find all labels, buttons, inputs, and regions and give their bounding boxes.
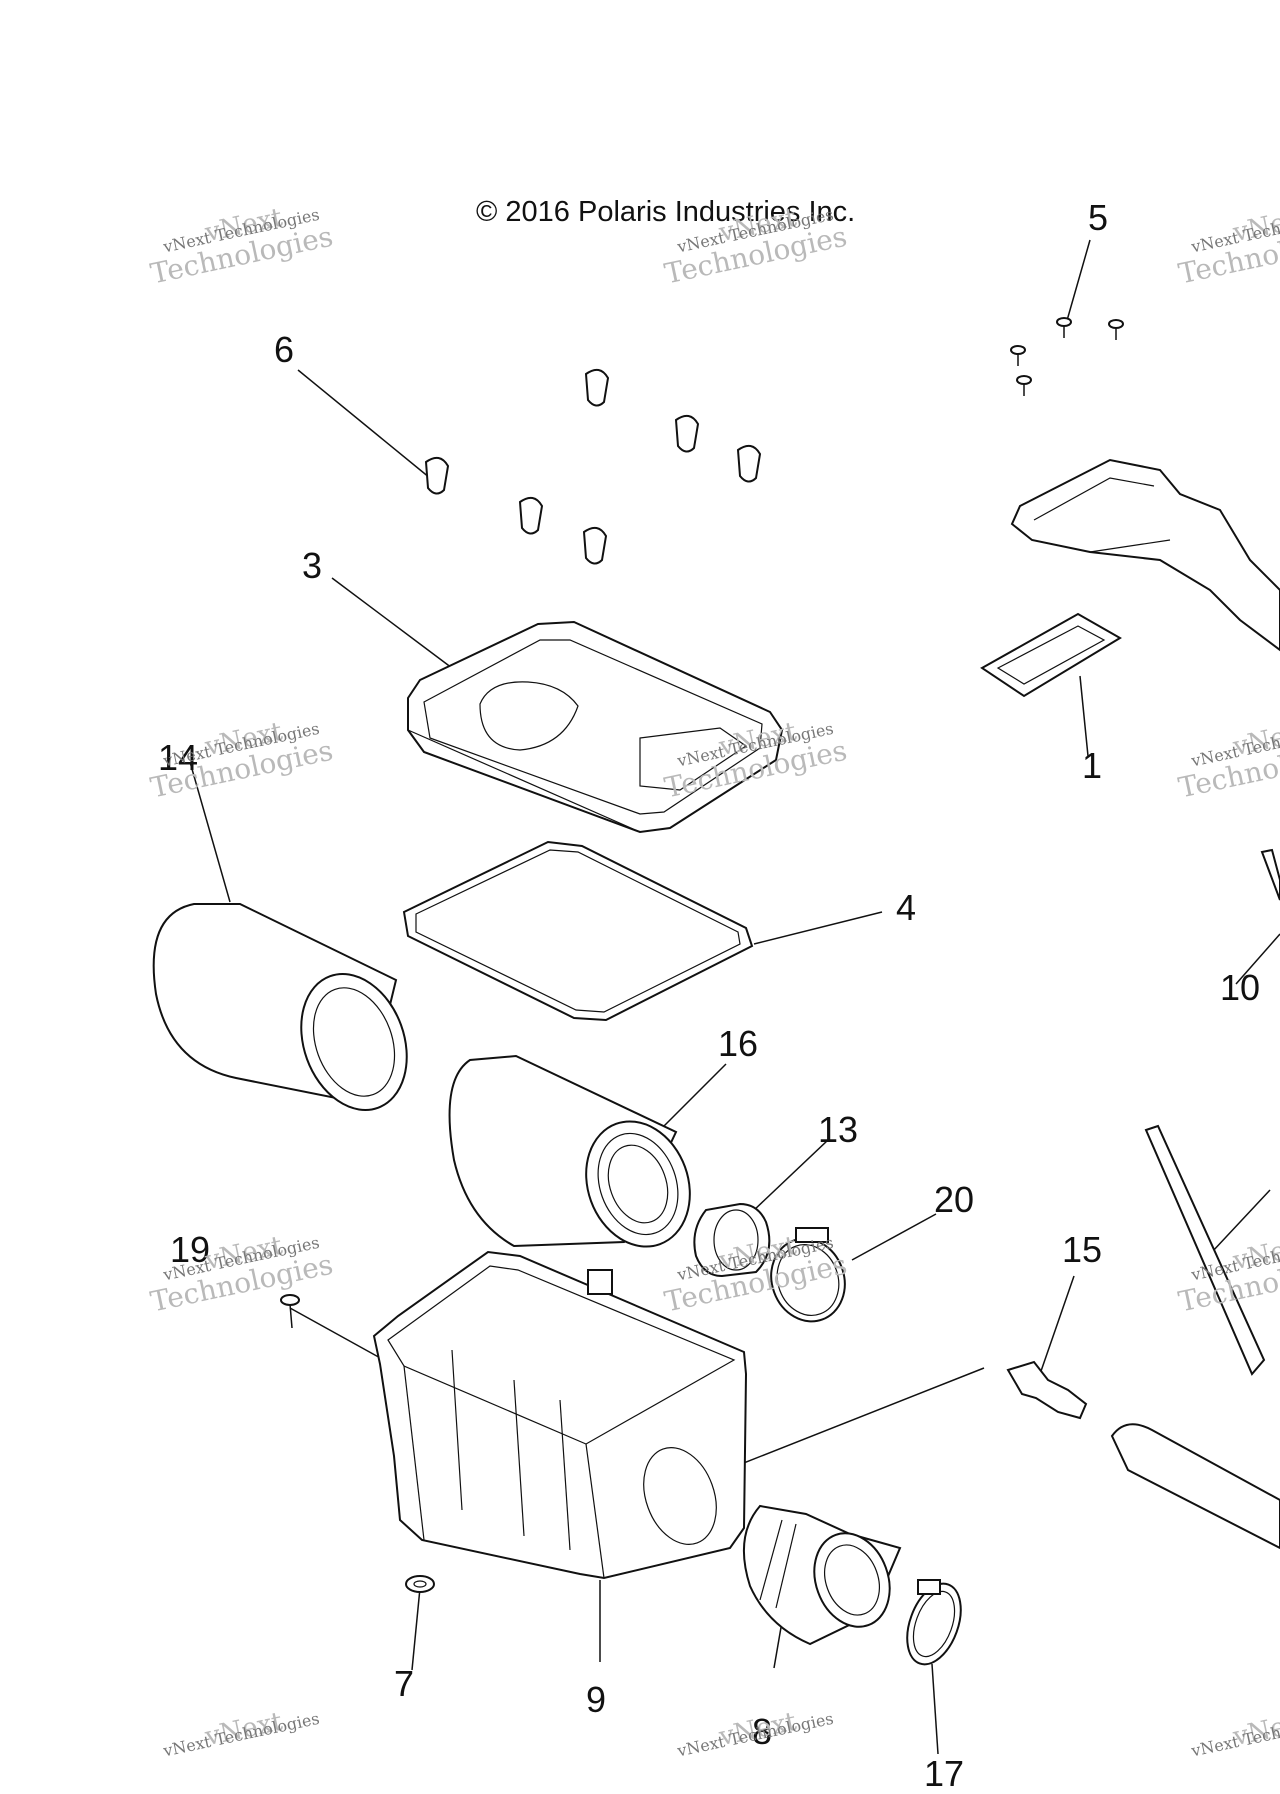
callout-15: 15	[1062, 1229, 1103, 1270]
copyright-notice: © 2016 Polaris Industries Inc.	[476, 196, 856, 228]
gasket-plate	[980, 612, 1122, 698]
screw-19	[280, 1294, 300, 1329]
callout-8: 8	[752, 1711, 773, 1752]
pre-filter-sleeve	[152, 903, 408, 1111]
filter-ring	[693, 1202, 771, 1278]
callout-6: 6	[274, 329, 295, 370]
callout-1: 1	[1082, 745, 1103, 786]
callout-16: 16	[718, 1023, 759, 1064]
airbox-cover	[407, 620, 784, 834]
callout-20: 20	[934, 1179, 975, 1220]
callout-3: 3	[302, 545, 323, 586]
intake-duct	[1010, 458, 1280, 652]
screw-5-group	[1010, 317, 1124, 396]
filter-seal	[402, 840, 754, 1022]
callout-4: 4	[896, 887, 917, 928]
callout-9: 9	[586, 1679, 607, 1720]
callout-19: 19	[170, 1229, 211, 1270]
clip-6-group	[424, 368, 762, 565]
drain-fitting	[1006, 1360, 1088, 1420]
callout-7: 7	[394, 1663, 415, 1704]
callout-10: 10	[1220, 967, 1261, 1008]
callout-5: 5	[1088, 197, 1109, 238]
airbox-housing	[372, 1250, 748, 1580]
vent-tube	[1110, 848, 1280, 1550]
grommet-7	[405, 1575, 435, 1593]
hose-clamp-20	[770, 1227, 846, 1323]
intake-boot	[742, 1504, 902, 1646]
air-filter-element	[448, 1054, 691, 1248]
callout-13: 13	[818, 1109, 859, 1150]
callout-14: 14	[158, 737, 199, 778]
hose-clamp-17	[906, 1579, 962, 1666]
callout-17: 17	[924, 1753, 965, 1794]
